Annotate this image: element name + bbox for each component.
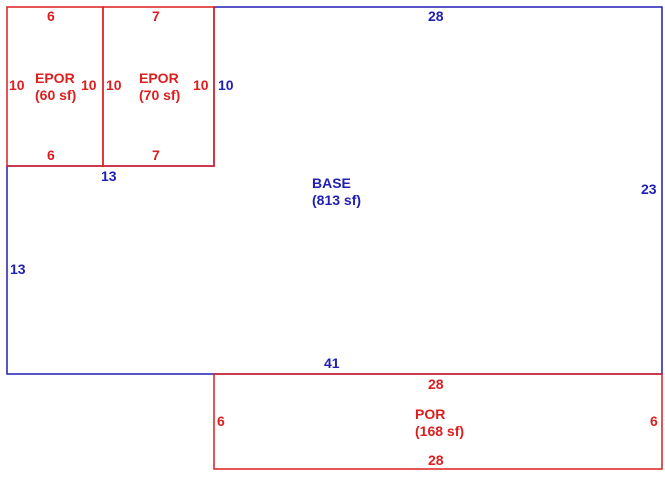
epor-60-top-dim: 6 <box>47 8 55 24</box>
por-area: (168 sf) <box>415 423 465 439</box>
base-right-dim: 23 <box>641 181 657 197</box>
por-right-dim: 6 <box>650 413 658 429</box>
epor-60-bottom-dim: 6 <box>47 147 55 163</box>
epor-70-name: EPOR <box>139 70 179 86</box>
por-bottom-dim: 28 <box>428 452 444 468</box>
base-step-vertical-dim: 10 <box>218 77 234 93</box>
por-outline <box>213 373 663 470</box>
base-step-horizontal-dim: 13 <box>101 168 117 184</box>
base-bottom-dim: 41 <box>324 355 340 371</box>
epor-70-right-dim: 10 <box>193 77 209 93</box>
base-left-dim: 13 <box>10 261 26 277</box>
epor-70-bottom-dim: 7 <box>152 147 160 163</box>
base-area: (813 sf) <box>312 192 362 208</box>
epor-70-outline <box>102 6 215 167</box>
epor-70-area: (70 sf) <box>139 87 181 103</box>
por-name: POR <box>415 406 446 422</box>
epor-60-name: EPOR <box>35 70 75 86</box>
por-left-dim: 6 <box>217 413 225 429</box>
epor-60-area: (60 sf) <box>35 87 77 103</box>
epor-70-top-dim: 7 <box>152 8 160 24</box>
epor-60-right-dim: 10 <box>81 77 97 93</box>
base-name: BASE <box>312 175 351 191</box>
epor-60-left-dim: 10 <box>9 77 25 93</box>
por-top-dim: 28 <box>428 376 444 392</box>
epor-70-left-dim: 10 <box>106 77 122 93</box>
base-top-dim: 28 <box>428 8 444 24</box>
